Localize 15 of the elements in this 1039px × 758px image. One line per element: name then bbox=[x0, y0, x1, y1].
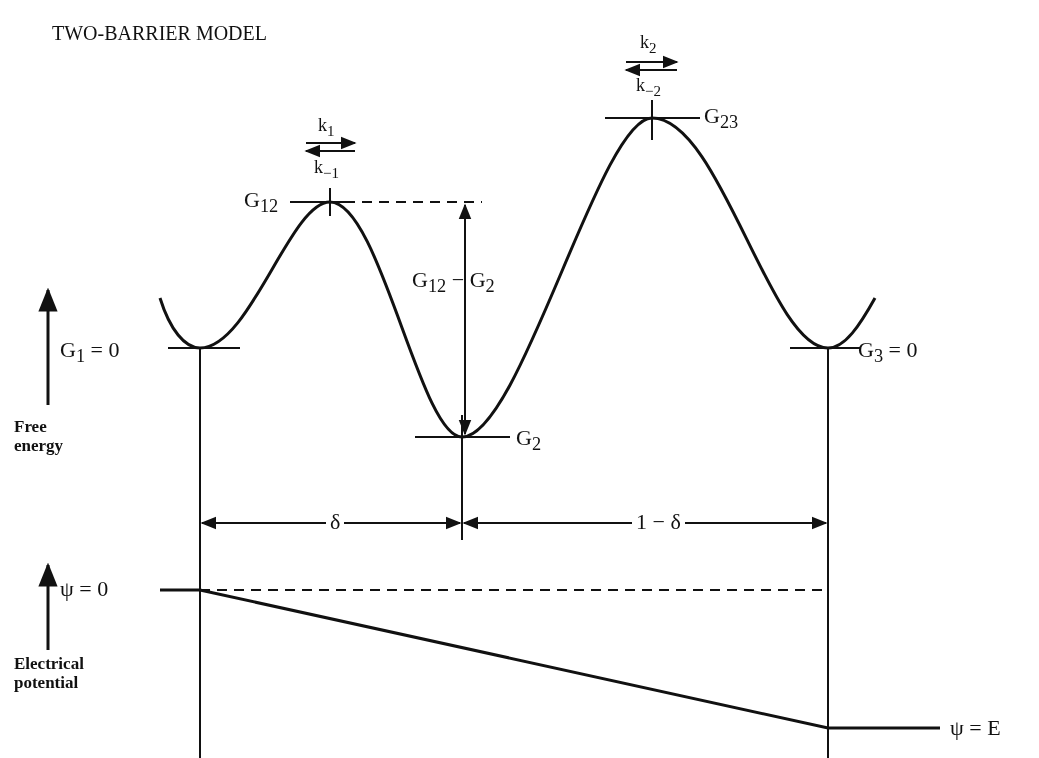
energy-level-label: G$_{2}$ bbox=[516, 426, 542, 455]
rate-constant-label: k$_{2}$ bbox=[640, 33, 657, 57]
diagram-title: TWO-BARRIER MODEL bbox=[52, 22, 267, 44]
potential-label: ψ = 0 bbox=[60, 577, 109, 602]
energy-level-label: G$_{3}$ = 0 bbox=[858, 338, 918, 367]
rate-constant-label: k$_{−2}$ bbox=[636, 76, 661, 100]
energy-level-label: G$_{1}$ = 0 bbox=[60, 338, 120, 367]
axis-label: Free energy bbox=[14, 418, 65, 456]
axis-label: Electrical potential bbox=[14, 655, 85, 693]
energy-level-label: G$_{12}$ bbox=[244, 188, 279, 217]
energy-difference-label: G$_{12}$ − G$_{2}$ bbox=[412, 268, 495, 297]
rate-constant-label: k$_{−1}$ bbox=[314, 158, 339, 182]
potential-label: ψ = E bbox=[950, 716, 1001, 741]
rate-constant-label: k$_{1}$ bbox=[318, 116, 335, 140]
energy-level-label: G$_{23}$ bbox=[704, 104, 739, 133]
